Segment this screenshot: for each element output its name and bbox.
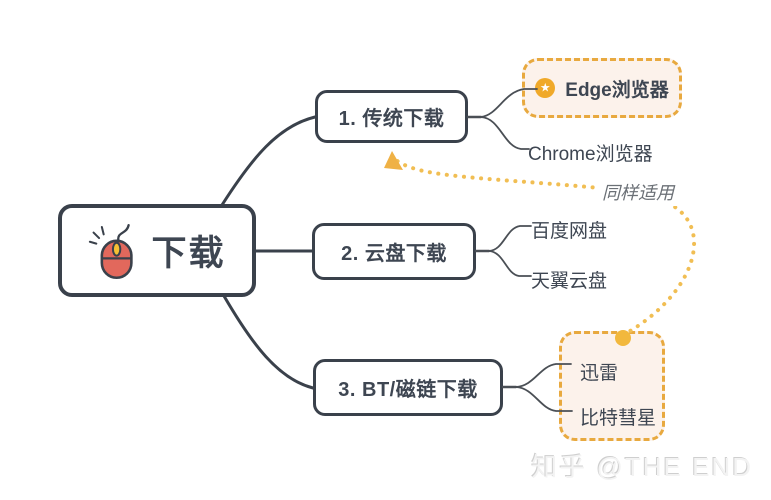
mouse-wheel [112,241,122,257]
bt-tools-highlight-box: 迅雷 比特彗星 [559,331,665,441]
mouse-click-icon [89,223,134,279]
connector-branch2-tianyi [488,250,532,277]
child-label-edge-browser: Edge浏览器 [565,79,669,101]
annotation-same-applies: 同样适用 [599,178,677,206]
sparkle-line [89,240,98,245]
child-label-chrome-browser[interactable]: Chrome浏览器 [528,144,653,165]
sparkle-line [93,231,101,239]
star-icon: ★ [539,80,551,95]
branch-node-cloud-download[interactable]: 2. 云盘下载 [312,223,476,280]
arrow-head-icon [384,151,403,170]
child-label-bitcomet[interactable]: 比特彗星 [580,408,657,429]
child-label-tianyi-clouddisk[interactable]: 天翼云盘 [531,271,608,292]
connector-branch1-chrome [480,116,530,150]
branch-label: 1. 传统下载 [338,108,445,130]
branch-node-traditional-download[interactable]: 1. 传统下载 [315,90,468,143]
child-node-edge-browser-highlight[interactable]: ★ Edge浏览器 [522,58,682,118]
child-label-xunlei[interactable]: 迅雷 [580,363,619,384]
root-node-download[interactable]: 下载 [58,204,256,297]
connector-root-branch1 [220,115,317,207]
branch-label: 3. BT/磁链下载 [338,379,478,401]
mouse-cable [117,223,131,242]
branch-node-bt-magnet-download[interactable]: 3. BT/磁链下载 [313,359,503,416]
root-label: 下载 [151,234,226,273]
sparkle-line [101,225,106,235]
connector-branch2-baidu [488,225,532,252]
child-label-baidu-netdisk[interactable]: 百度网盘 [531,221,608,242]
branch-label: 2. 云盘下载 [341,243,447,265]
connector-root-branch3 [222,294,315,390]
watermark: 知乎 @THE END [531,452,753,482]
star-badge: ★ [535,78,556,98]
